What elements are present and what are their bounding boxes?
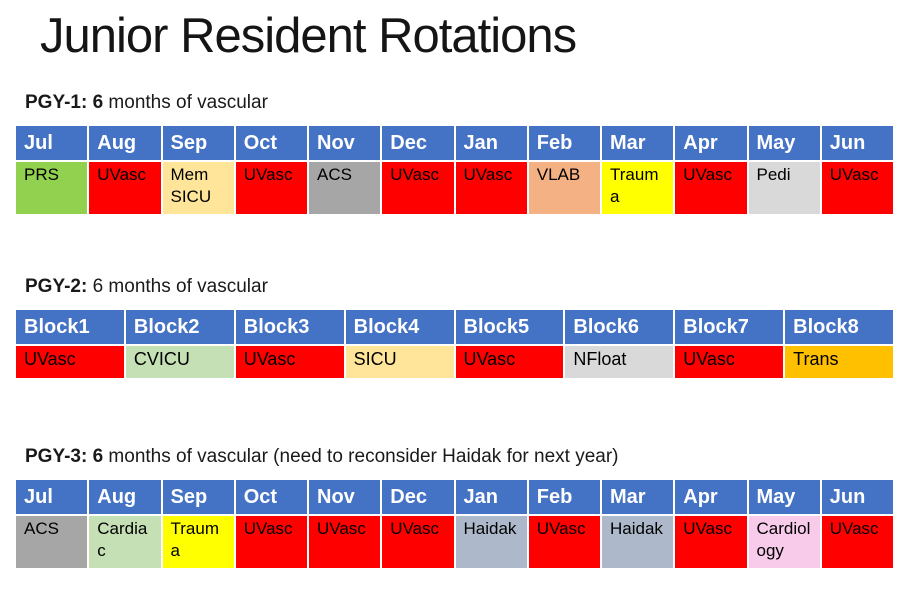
rotation-cell-uvasc: UVasc [235,162,307,214]
column-header-oct: Oct [235,480,307,514]
rotation-cell-cvicu: CVICU [125,346,234,378]
rotation-cell-acs: ACS [309,162,381,214]
rotation-cell-uvasc: UVasc [309,516,381,568]
rotation-cell-mem-sicu: Mem SICU [162,162,234,214]
rotation-cell-trauma: Trauma [162,516,234,568]
rotation-cell-uvasc: UVasc [675,162,747,214]
rotation-cell-cardiac: Cardiac [89,516,161,568]
rotation-cell-trans: Trans [785,346,893,378]
column-header-feb: Feb [528,126,600,160]
rotation-cell-haidak: Haidak [455,516,527,568]
rotation-cell-uvasc: UVasc [528,516,600,568]
column-header-aug: Aug [89,480,161,514]
pgy3-heading-rest: months of vascular (need to reconsider H… [103,446,619,467]
rotation-cell-uvasc: UVasc [382,516,454,568]
pgy2-heading: PGY-2: 6 months of vascular [25,276,895,298]
rotation-cell-uvasc: UVasc [675,516,747,568]
column-header-dec: Dec [382,126,454,160]
column-header-jun: Jun [821,480,893,514]
rotation-cell-prs: PRS [16,162,88,214]
column-header-mar: Mar [602,126,674,160]
pgy2-heading-bold: PGY-2: [25,276,88,297]
column-header-may: May [748,126,820,160]
column-header-feb: Feb [528,480,600,514]
rotation-cell-trauma: Trauma [602,162,674,214]
rotation-cell-uvasc: UVasc [675,346,784,378]
column-header-apr: Apr [675,480,747,514]
rotation-cell-uvasc: UVasc [455,162,527,214]
column-header-jul: Jul [16,480,88,514]
pgy3-section: PGY-3: 6 months of vascular (need to rec… [14,446,895,570]
column-header-mar: Mar [602,480,674,514]
pgy2-heading-rest: 6 months of vascular [87,276,268,297]
rotation-cell-pedi: Pedi [748,162,820,214]
pgy3-heading-bold: PGY-3: 6 [25,446,104,467]
column-header-jan: Jan [455,480,527,514]
column-header-dec: Dec [382,480,454,514]
pgy1-heading-bold: PGY-1: 6 [25,92,104,113]
column-header-block6: Block6 [565,310,674,344]
column-header-jan: Jan [455,126,527,160]
column-header-may: May [748,480,820,514]
column-header-block4: Block4 [345,310,454,344]
column-header-nov: Nov [309,126,381,160]
rotation-cell-vlab: VLAB [528,162,600,214]
column-header-nov: Nov [309,480,381,514]
column-header-block3: Block3 [235,310,344,344]
rotation-cell-uvasc: UVasc [821,162,893,214]
rotation-cell-uvasc: UVasc [821,516,893,568]
column-header-block8: Block8 [785,310,893,344]
rotation-cell-sicu: SICU [345,346,454,378]
rotation-cell-uvasc: UVasc [235,346,344,378]
rotation-cell-uvasc: UVasc [89,162,161,214]
pgy1-heading: PGY-1: 6 months of vascular [25,92,895,114]
column-header-apr: Apr [675,126,747,160]
column-header-block1: Block1 [16,310,124,344]
column-header-jul: Jul [16,126,88,160]
rotation-cell-uvasc: UVasc [455,346,564,378]
column-header-block5: Block5 [455,310,564,344]
rotation-cell-acs: ACS [16,516,88,568]
rotation-cell-nfloat: NFloat [565,346,674,378]
rotation-cell-uvasc: UVasc [235,516,307,568]
column-header-block7: Block7 [675,310,784,344]
rotation-cell-cardiology: Cardiology [748,516,820,568]
column-header-oct: Oct [235,126,307,160]
column-header-aug: Aug [89,126,161,160]
column-header-block2: Block2 [125,310,234,344]
rotation-cell-uvasc: UVasc [16,346,124,378]
column-header-jun: Jun [821,126,893,160]
pgy1-heading-rest: months of vascular [103,92,268,113]
rotation-cell-haidak: Haidak [602,516,674,568]
column-header-sep: Sep [162,480,234,514]
rotation-cell-uvasc: UVasc [382,162,454,214]
pgy3-heading: PGY-3: 6 months of vascular (need to rec… [25,446,895,468]
column-header-sep: Sep [162,126,234,160]
page-title: Junior Resident Rotations [40,9,577,63]
